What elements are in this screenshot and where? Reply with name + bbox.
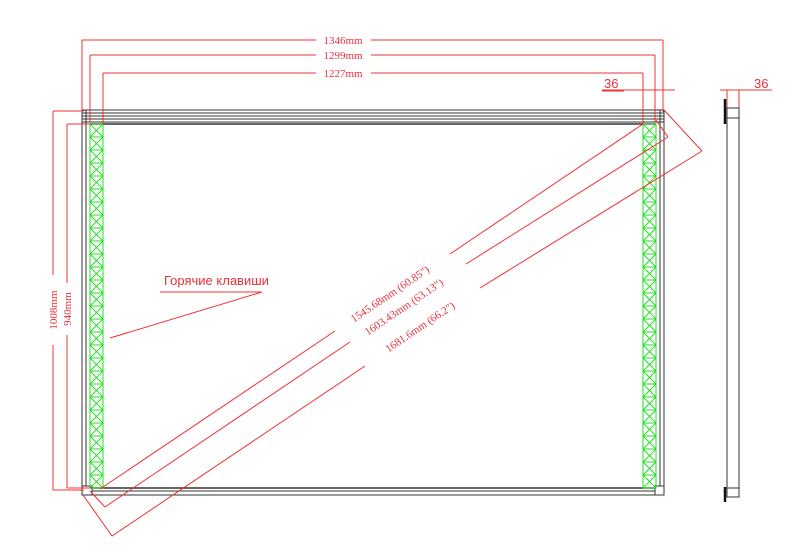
dim-side-depth: 36 bbox=[754, 76, 768, 91]
diagonal-dimensions bbox=[82, 109, 703, 537]
dim-frame-width: 1299mm bbox=[323, 50, 363, 62]
dim-active-height: 940mm bbox=[62, 292, 74, 326]
height-dimensions bbox=[52, 110, 92, 491]
dim-outer-height: 1008mm bbox=[48, 290, 60, 330]
hotkeys-leader bbox=[109, 291, 263, 339]
side-view bbox=[720, 89, 772, 502]
width-dimensions bbox=[81, 39, 675, 124]
dim-frame-depth: 36 bbox=[604, 76, 618, 91]
sensor-strips bbox=[89, 123, 657, 489]
sensor-strip-right bbox=[642, 123, 657, 489]
sensor-strip-left bbox=[89, 123, 104, 489]
dim-active-width: 1227mm bbox=[323, 68, 363, 80]
dim-outer-width: 1346mm bbox=[323, 35, 363, 47]
hotkeys-label: Горячие клавиши bbox=[164, 273, 269, 288]
